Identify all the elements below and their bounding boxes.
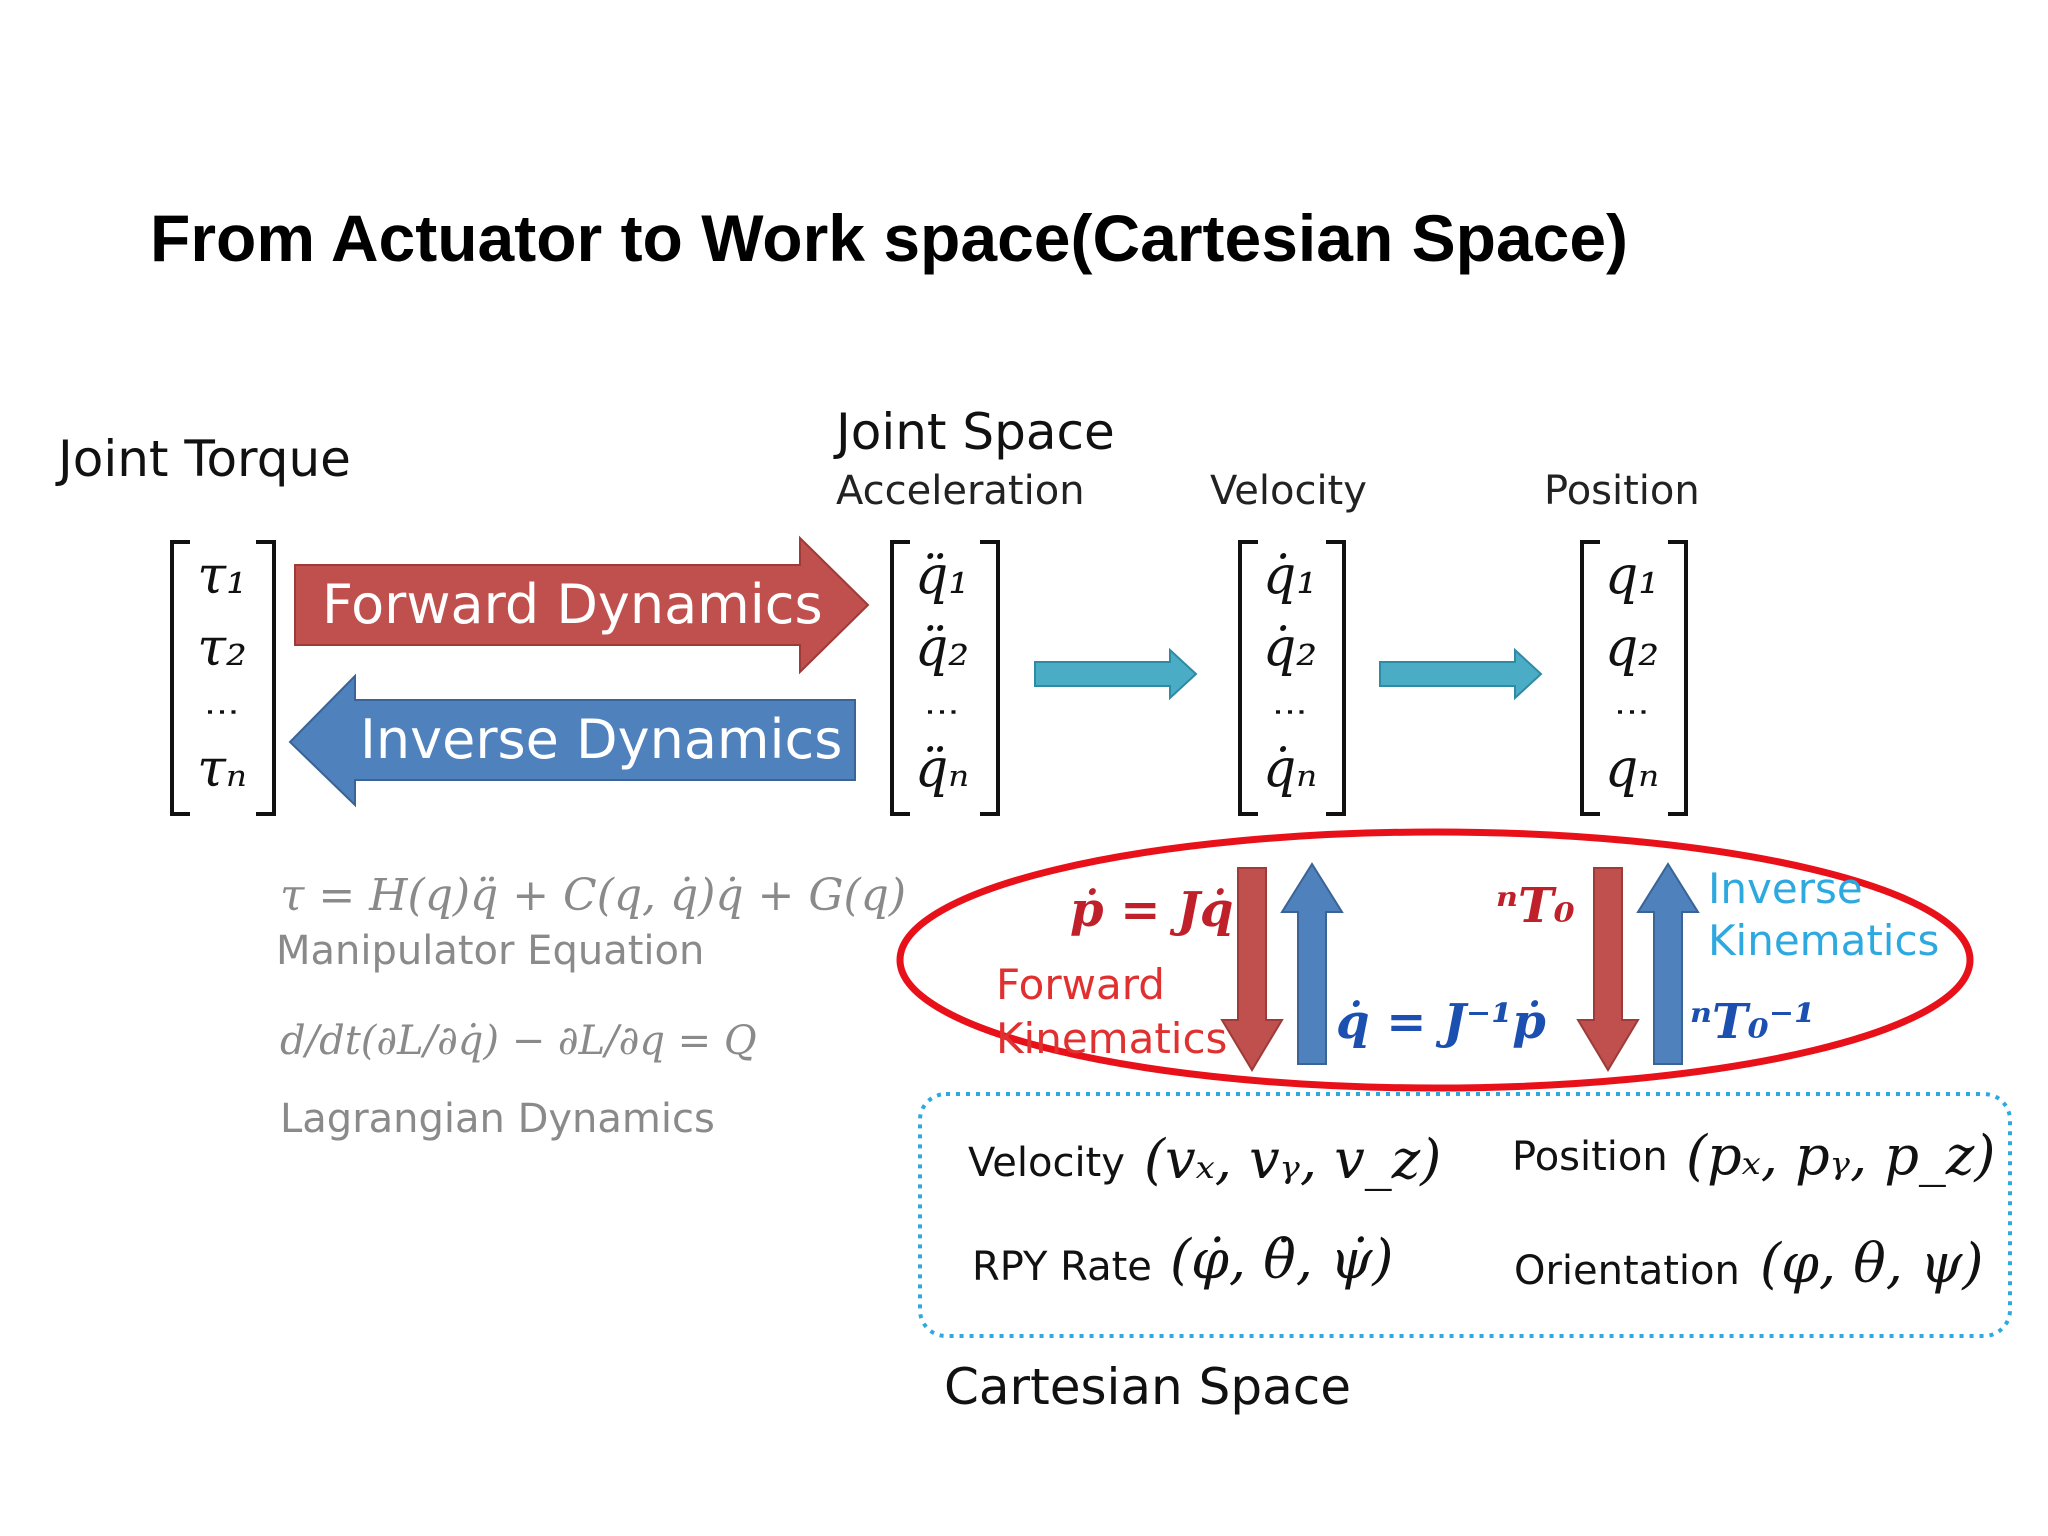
manipulator-equation: τ = H(q)q̈ + C(q, q̇)q̇ + G(q)	[280, 870, 907, 921]
velocity-vector-left-bracket	[1238, 540, 1258, 816]
position-label: Position	[1544, 468, 1700, 514]
cartesian-position-label: Position	[1512, 1134, 1668, 1180]
torque-vector-left-bracket	[170, 540, 190, 816]
lagrangian-equation: d/dt(∂L/∂q̇) − ∂L/∂q = Q	[280, 1018, 757, 1064]
forward-kinematics-label-line2: Kinematics	[996, 1014, 1228, 1063]
velocity-forward-kinematics-arrow	[1220, 867, 1284, 1072]
position-forward-kinematics-equation: ⁿT₀	[1496, 878, 1575, 934]
cartesian-orientation-math: (φ, θ, ψ)	[1760, 1232, 1984, 1295]
inverse-dynamics-label: Inverse Dynamics	[360, 708, 843, 771]
position-element: qₙ	[1604, 738, 1660, 799]
velocity-label: Velocity	[1210, 468, 1367, 514]
torque-vector: τ₁ τ₂ ⋮ τₙ	[182, 540, 262, 805]
torque-element: τ₂	[197, 618, 247, 679]
position-ellipsis: ⋮	[1612, 694, 1652, 723]
velocity-vector: q̇₁ q̇₂ ⋮ q̇ₙ	[1250, 540, 1330, 805]
position-forward-kinematics-arrow	[1576, 867, 1640, 1072]
position-element: q₂	[1604, 618, 1660, 679]
position-vector-left-bracket	[1580, 540, 1600, 816]
cartesian-velocity-math: (vₓ, vᵧ, v_z)	[1144, 1128, 1442, 1191]
torque-ellipsis: ⋮	[202, 694, 242, 723]
position-vector-right-bracket	[1668, 540, 1688, 816]
acceleration-to-velocity-arrow	[1034, 647, 1198, 701]
acceleration-vector-left-bracket	[890, 540, 910, 816]
inverse-kinematics-label-line1: Inverse	[1708, 864, 1863, 913]
velocity-vector-right-bracket	[1326, 540, 1346, 816]
joint-torque-label: Joint Torque	[58, 430, 351, 488]
acceleration-element: q̈₁	[914, 546, 970, 606]
torque-vector-right-bracket	[256, 540, 276, 816]
velocity-element: q̇₂	[1262, 618, 1318, 679]
slide-title: From Actuator to Work space(Cartesian Sp…	[150, 201, 1629, 275]
acceleration-vector-right-bracket	[980, 540, 1000, 816]
forward-dynamics-arrow	[294, 535, 870, 675]
inverse-kinematics-label-line2: Kinematics	[1708, 916, 1940, 965]
acceleration-element: q̈₂	[914, 618, 970, 679]
acceleration-vector: q̈₁ q̈₂ ⋮ q̈ₙ	[902, 540, 982, 805]
forward-kinematics-label-line1: Forward	[996, 960, 1165, 1009]
cartesian-velocity-label: Velocity	[968, 1140, 1125, 1186]
velocity-element: q̇ₙ	[1262, 738, 1318, 799]
position-element: q₁	[1604, 546, 1660, 606]
forward-dynamics-label: Forward Dynamics	[322, 573, 823, 636]
acceleration-ellipsis: ⋮	[922, 694, 962, 723]
cartesian-rpy-rate-math: (φ̇, θ̇, ψ̇)	[1170, 1228, 1394, 1291]
velocity-ellipsis: ⋮	[1270, 694, 1310, 723]
acceleration-element: q̈ₙ	[914, 738, 970, 799]
acceleration-label: Acceleration	[836, 468, 1085, 514]
velocity-forward-kinematics-equation: ṗ = Jq̇	[1070, 882, 1234, 938]
kinematics-highlight-ellipse	[896, 828, 1974, 1092]
velocity-inverse-kinematics-equation: q̇ = J⁻¹ṗ	[1336, 994, 1546, 1050]
velocity-inverse-kinematics-arrow	[1280, 862, 1344, 1065]
joint-space-label: Joint Space	[836, 403, 1115, 461]
velocity-to-position-arrow	[1379, 647, 1543, 701]
inverse-dynamics-arrow	[288, 673, 856, 808]
cartesian-space-box	[918, 1092, 2012, 1338]
manipulator-equation-label: Manipulator Equation	[276, 928, 705, 974]
cartesian-position-math: (pₓ, pᵧ, p_z)	[1686, 1124, 1996, 1187]
torque-element: τ₁	[197, 546, 247, 606]
position-vector: q₁ q₂ ⋮ qₙ	[1592, 540, 1672, 805]
cartesian-rpy-rate-label: RPY Rate	[972, 1244, 1152, 1290]
cartesian-space-label: Cartesian Space	[944, 1358, 1352, 1416]
velocity-element: q̇₁	[1262, 546, 1318, 606]
lagrangian-dynamics-label: Lagrangian Dynamics	[280, 1096, 715, 1142]
position-inverse-kinematics-equation: ⁿT₀⁻¹	[1690, 994, 1816, 1050]
position-inverse-kinematics-arrow	[1636, 862, 1700, 1065]
torque-element: τₙ	[197, 738, 247, 799]
cartesian-orientation-label: Orientation	[1514, 1248, 1740, 1294]
